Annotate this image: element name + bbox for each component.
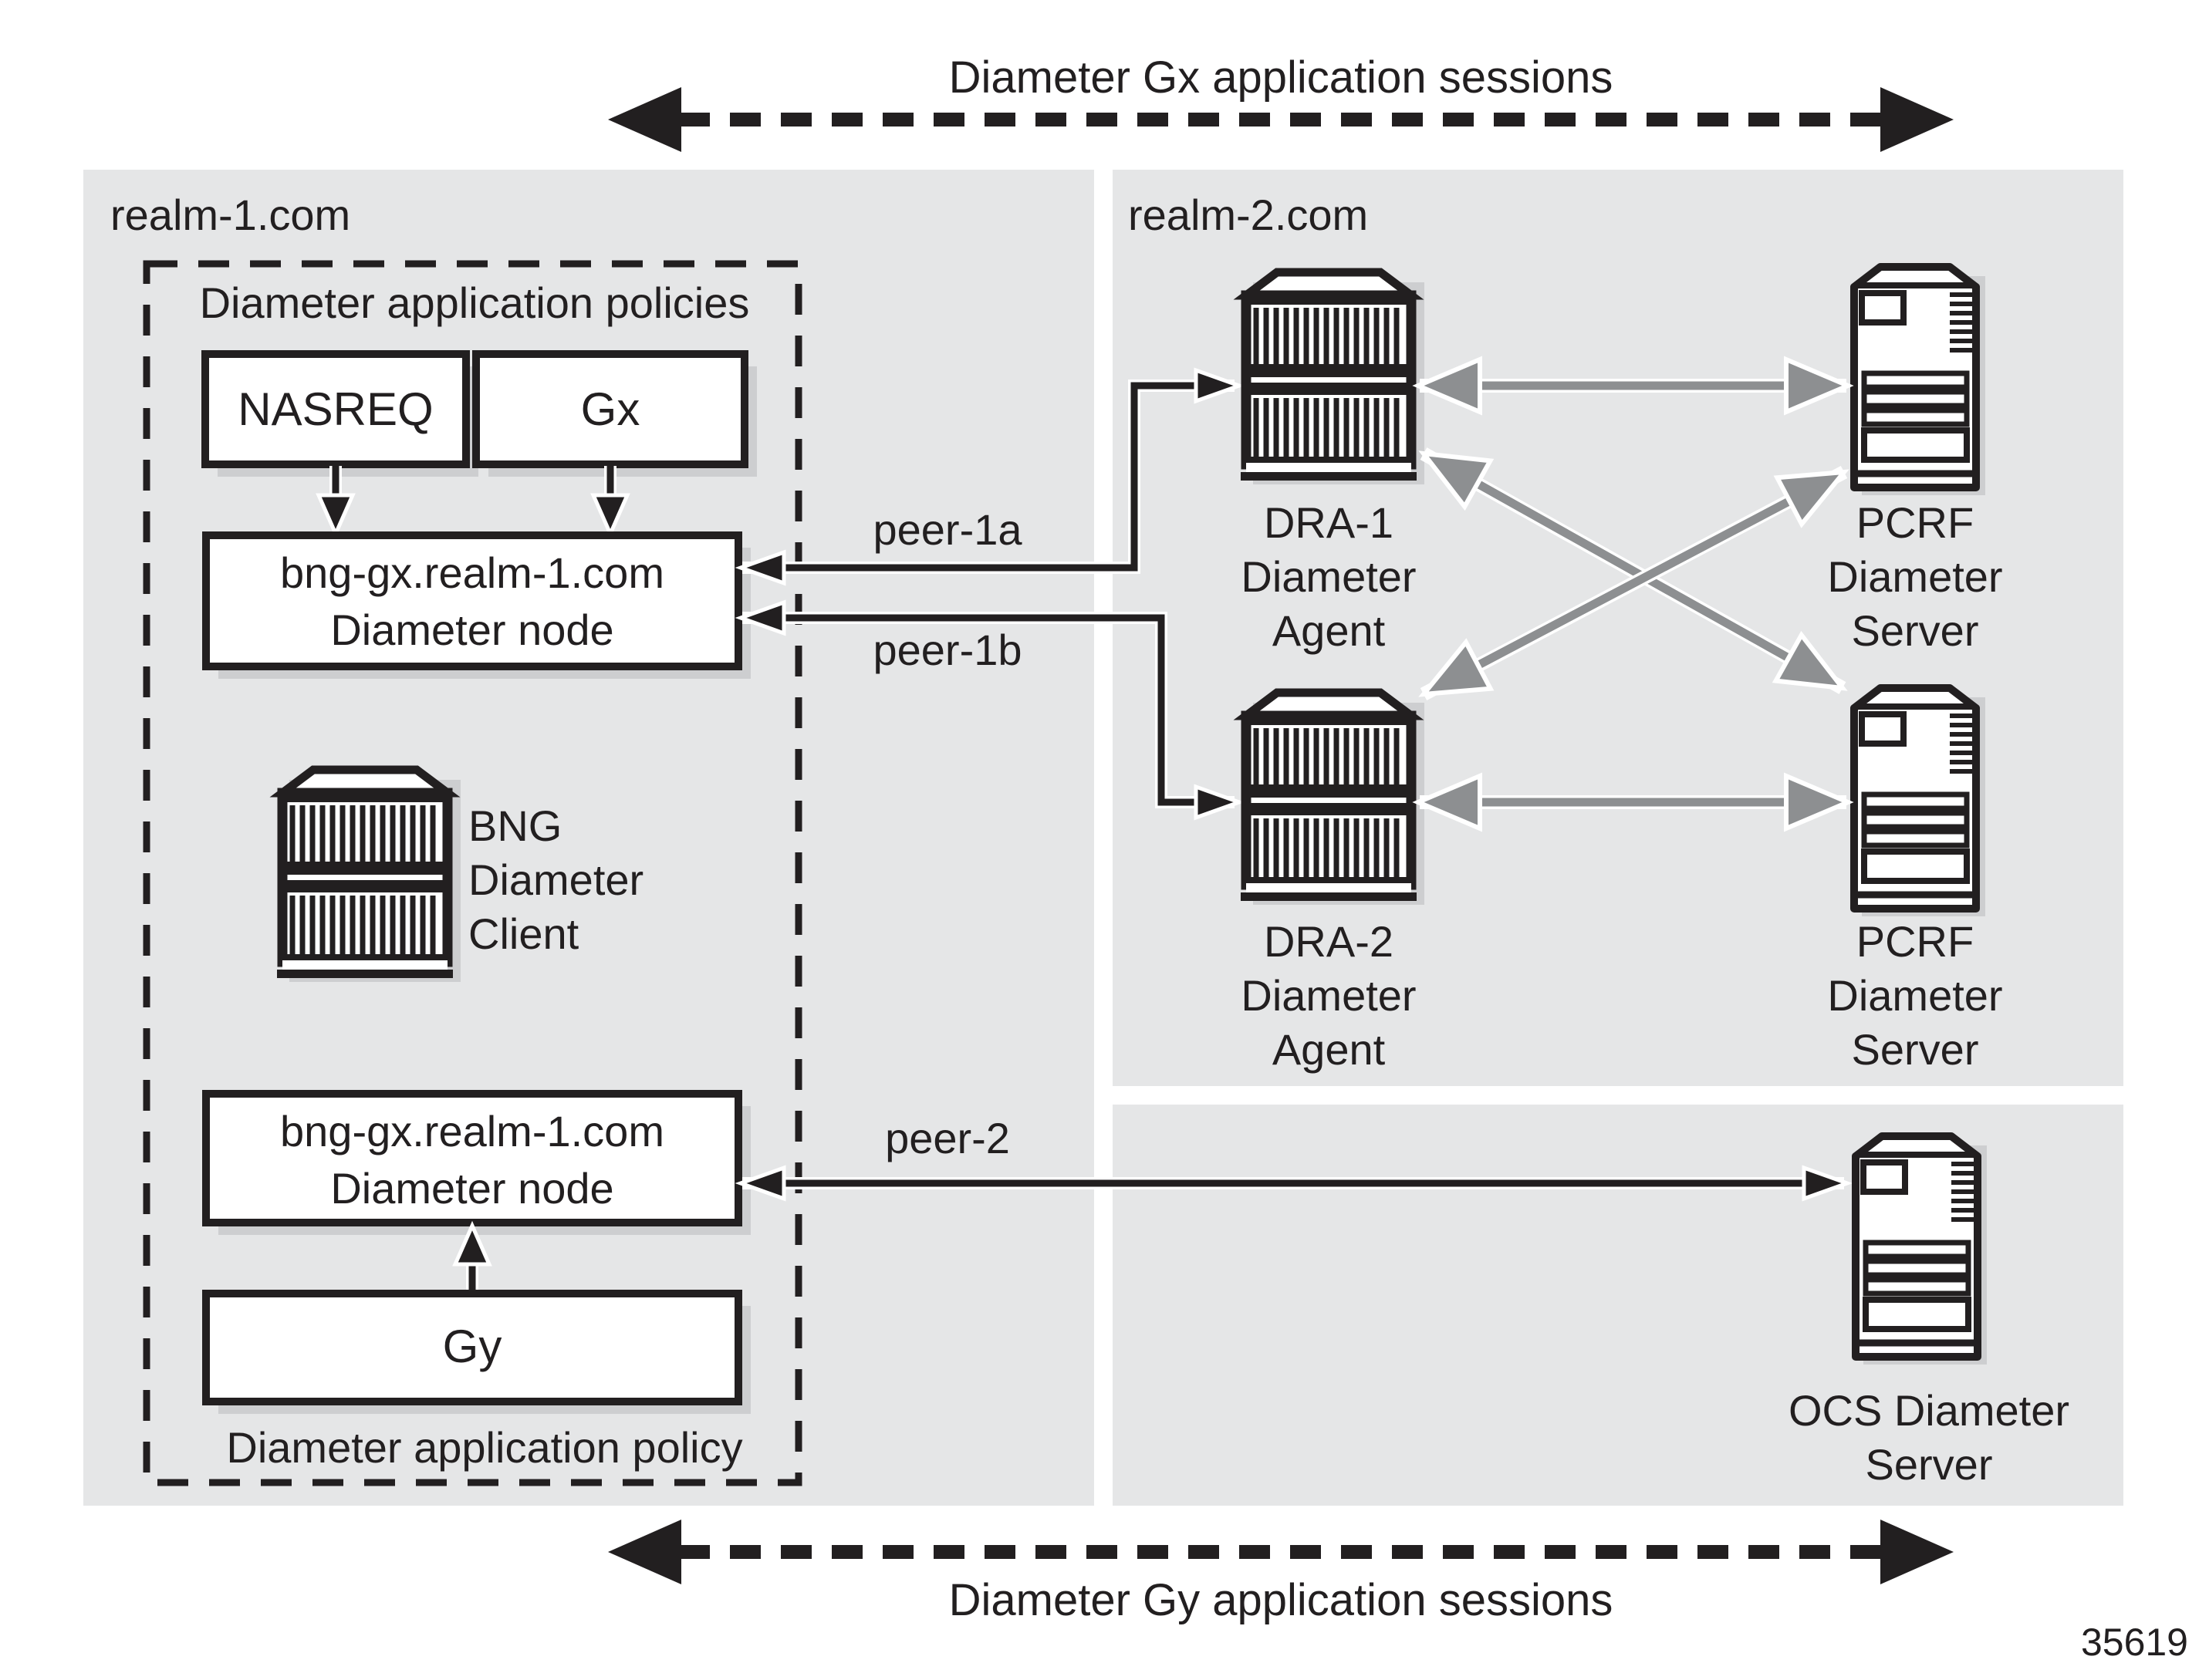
dra2-pcrf2-left-arrowhead-icon (1412, 772, 1482, 832)
gx-session-arrow (608, 87, 1954, 152)
pcrf2-line2: Diameter (1827, 971, 2002, 1020)
gx-label: Gx (581, 383, 640, 435)
dra2-line3: Agent (1272, 1025, 1386, 1074)
gy-session-right-arrowhead-icon (1880, 1520, 1954, 1584)
bng-client-line2: Diameter (468, 855, 643, 904)
pcrf1-dra2-lower-arrowhead-icon (1418, 638, 1495, 697)
gy-arrowhead-icon (452, 1220, 492, 1267)
dra1-pcrf1-right-arrowhead-icon (1784, 356, 1854, 416)
gy-session-left-arrowhead-icon (608, 1520, 681, 1584)
bng-server-icon (277, 770, 461, 982)
pcrf1-line3: Server (1852, 606, 1979, 655)
dra1-pcrf2-upper-arrowhead-icon (1418, 450, 1495, 511)
gx-to-node-arrow (590, 466, 630, 539)
nasreq-to-node-arrow (316, 466, 356, 539)
dra1-pcrf1-link (1412, 356, 1854, 416)
bng-client-line3: Client (468, 909, 579, 958)
ocs-line2: Server (1866, 1440, 1993, 1489)
peer-1b-label: peer-1b (873, 626, 1022, 674)
ocs-group: OCS Diameter Server (1789, 1136, 2069, 1489)
dra1-pcrf2-link (1418, 447, 1848, 694)
gx-session-left-arrowhead-icon (608, 87, 681, 152)
peer-2-left-arrowhead-icon (735, 1165, 786, 1202)
pcrf1-line2: Diameter (1827, 552, 2002, 601)
dra1-pcrf2-lower-arrowhead-icon (1772, 630, 1848, 691)
pcrf1-group: PCRF Diameter Server (1827, 267, 2003, 655)
gy-session-arrow (608, 1520, 1954, 1584)
node-top-line1: bng-gx.realm-1.com (280, 548, 664, 597)
peer-1b-left-arrowhead-icon (735, 599, 786, 636)
pcrf2-line3: Server (1852, 1025, 1979, 1074)
node-bottom-line1: bng-gx.realm-1.com (280, 1107, 664, 1155)
figure-number: 35619 (2081, 1621, 2188, 1664)
diameter-node-top-box: bng-gx.realm-1.com Diameter node (202, 531, 751, 679)
bng-client-group: BNG Diameter Client (277, 770, 643, 982)
pcrf1-dra2-upper-arrowhead-icon (1773, 469, 1849, 528)
diameter-application-policies-box (143, 260, 802, 1486)
pcrf1-dra2-link (1418, 466, 1849, 700)
pcrf2-line1: PCRF (1856, 917, 1974, 966)
pcrf2-group: PCRF Diameter Server (1827, 688, 2003, 1074)
pcrf1-line1: PCRF (1856, 498, 1974, 547)
node-top-line2: Diameter node (330, 606, 613, 654)
peer-1a-right-arrowhead-icon (1194, 367, 1245, 404)
peer-2-connection (735, 1165, 1853, 1202)
dra2-line2: Diameter (1241, 971, 1416, 1020)
gy-label: Gy (443, 1321, 502, 1372)
peer-2-label: peer-2 (885, 1114, 1010, 1162)
pcrf2-server-icon (1854, 688, 1985, 916)
dra2-group: DRA-2 Diameter Agent (1241, 693, 1424, 1074)
gx-session-title: Diameter Gx application sessions (949, 52, 1613, 103)
realm-2-label: realm-2.com (1128, 191, 1368, 239)
dra1-group: DRA-1 Diameter Agent (1241, 272, 1424, 655)
gx-arrowhead-icon (590, 493, 630, 539)
node-bottom-line2: Diameter node (330, 1164, 613, 1213)
ocs-server-icon (1856, 1136, 1987, 1365)
peer-1a-connection (735, 367, 1245, 586)
dra2-line1: DRA-2 (1264, 917, 1393, 966)
ocs-line1: OCS Diameter (1789, 1386, 2069, 1435)
realm-1-label: realm-1.com (110, 191, 350, 239)
policy-box-title: Diameter application policy (226, 1423, 742, 1472)
dra2-pcrf2-right-arrowhead-icon (1784, 772, 1854, 832)
nasreq-policy-box: NASREQ (201, 350, 478, 477)
peer-1b-right-arrowhead-icon (1194, 784, 1245, 821)
gy-to-node-arrow (452, 1220, 492, 1292)
gy-session-title: Diameter Gy application sessions (949, 1575, 1613, 1625)
dra1-line2: Diameter (1241, 552, 1416, 601)
pcrf1-server-icon (1854, 267, 1985, 495)
dra2-pcrf2-link (1412, 772, 1854, 832)
gy-policy-box: Gy (202, 1290, 751, 1414)
dra1-line1: DRA-1 (1264, 498, 1393, 547)
diameter-node-bottom-box: bng-gx.realm-1.com Diameter node (202, 1090, 751, 1235)
gx-policy-box: Gx (472, 350, 757, 477)
gx-session-right-arrowhead-icon (1880, 87, 1954, 152)
dra1-line3: Agent (1272, 606, 1386, 655)
nasreq-arrowhead-icon (316, 493, 356, 539)
peer-2-right-arrowhead-icon (1802, 1165, 1853, 1202)
peer-1b-connection (735, 599, 1245, 821)
peer-1a-left-arrowhead-icon (735, 549, 786, 586)
dra2-server-icon (1241, 693, 1424, 905)
dra1-pcrf1-left-arrowhead-icon (1412, 356, 1482, 416)
peer-1a-label: peer-1a (873, 505, 1022, 554)
nasreq-label: NASREQ (238, 383, 433, 435)
policies-box-title: Diameter application policies (200, 278, 750, 327)
dra1-server-icon (1241, 272, 1424, 484)
bng-client-line1: BNG (468, 801, 562, 850)
